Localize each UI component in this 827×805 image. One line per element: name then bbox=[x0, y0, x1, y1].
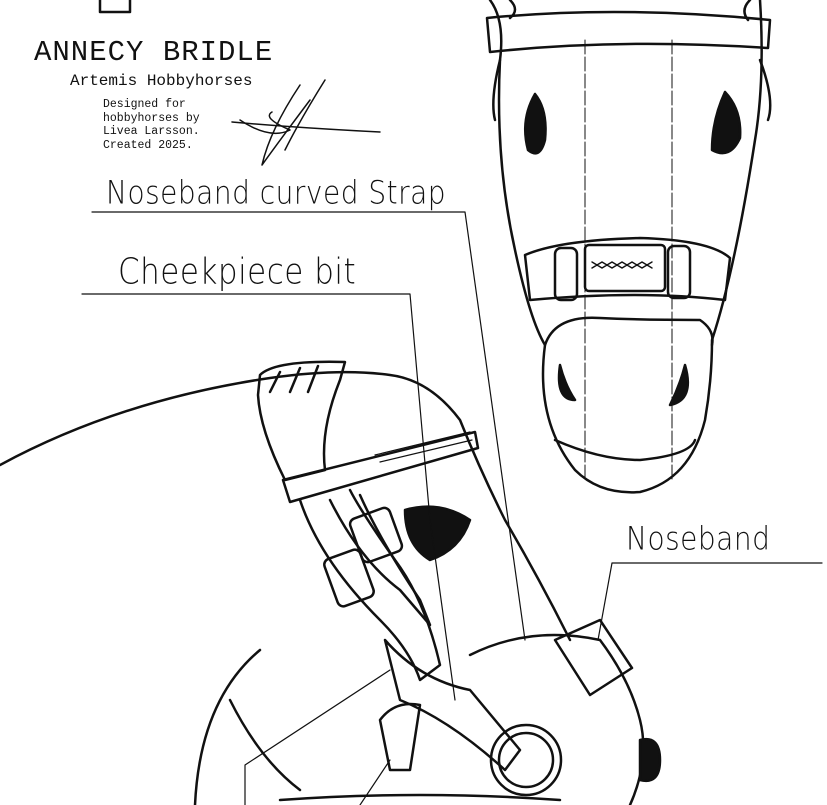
brand-name: Artemis Hobbyhorses bbox=[70, 72, 253, 90]
leader-lines bbox=[82, 212, 822, 805]
label-noseband-curved-strap: Noseband curved Strap bbox=[106, 173, 447, 212]
page-title: ANNECY BRIDLE bbox=[34, 36, 274, 69]
signature bbox=[232, 80, 380, 165]
frame-fragment bbox=[100, 0, 130, 12]
label-cheekpiece-bit: Cheekpiece bit bbox=[118, 251, 357, 293]
side-head-view bbox=[0, 362, 660, 805]
designer-credit: Designed for hobbyhorses by Livea Larsso… bbox=[103, 98, 200, 152]
label-noseband: Noseband bbox=[626, 519, 771, 558]
front-head-view bbox=[487, 0, 770, 492]
